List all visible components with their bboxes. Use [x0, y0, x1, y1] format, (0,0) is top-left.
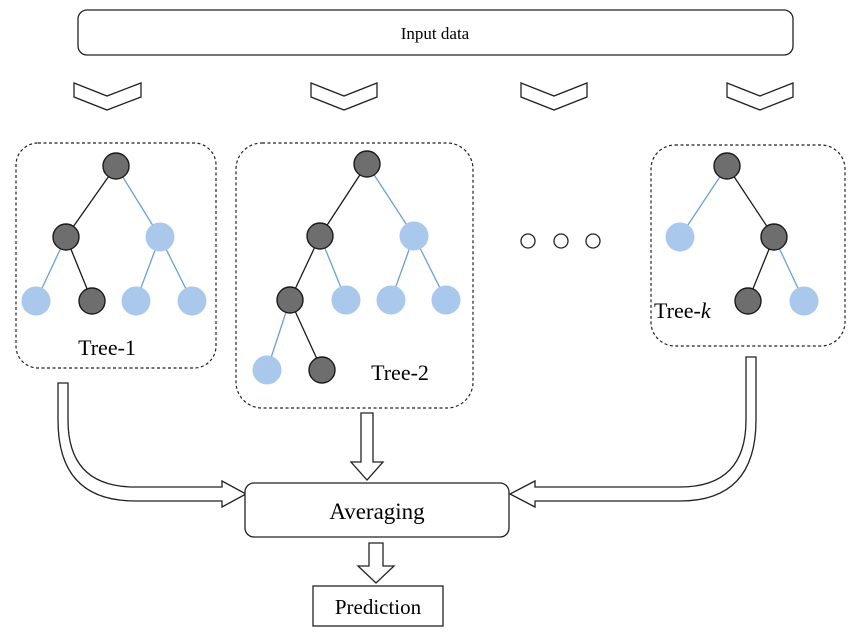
- prediction-label: Prediction: [335, 595, 422, 619]
- tree-node: [306, 222, 334, 250]
- tree-node: [308, 356, 336, 384]
- tree-k-frame: [650, 144, 846, 347]
- tree-node: [78, 287, 106, 315]
- tree-node: [760, 223, 788, 251]
- tree-node: [353, 150, 381, 178]
- arrow-tree-1-to-averaging: [57, 382, 248, 509]
- tree-node: [145, 222, 175, 252]
- chevron-down-icon: [520, 82, 588, 111]
- input-data-label: Input data: [401, 24, 470, 43]
- ellipsis-dot: [553, 233, 569, 249]
- tree-node: [276, 286, 304, 314]
- tree-2-frame: [235, 142, 474, 409]
- tree-node: [21, 286, 51, 316]
- prediction-frame: [312, 585, 444, 627]
- tree-k-label-var: k: [701, 298, 712, 323]
- tree-node: [121, 286, 151, 316]
- tree-node: [399, 221, 429, 251]
- tree-node: [102, 152, 130, 180]
- arrow-averaging-to-prediction: [356, 542, 396, 584]
- tree-node: [252, 355, 282, 385]
- averaging-frame: [244, 482, 510, 538]
- tree-k-label-prefix: Tree-: [654, 298, 701, 323]
- tree-2-panel: Tree-2: [235, 142, 474, 409]
- tree-node: [713, 152, 741, 180]
- ellipsis-dot: [520, 233, 536, 249]
- input-data-box: Input data: [77, 9, 794, 56]
- chevron-down-icon: [726, 82, 794, 111]
- chevrons: [73, 82, 794, 111]
- ellipsis-dot: [585, 233, 601, 249]
- averaging-box: Averaging: [244, 482, 510, 538]
- tree-node: [331, 285, 361, 315]
- tree-node: [376, 285, 406, 315]
- ellipsis-dots: [520, 233, 601, 249]
- tree-node: [52, 223, 80, 251]
- chevron-down-icon: [73, 82, 142, 111]
- tree-1-label: Tree-1: [78, 335, 136, 360]
- tree-node: [789, 286, 819, 316]
- input-data-frame: [77, 9, 794, 56]
- tree-node: [734, 287, 762, 315]
- tree-1-panel: Tree-1: [15, 142, 217, 369]
- tree-node: [177, 286, 207, 316]
- arrow-tree-k-to-averaging: [508, 356, 757, 509]
- averaging-label: Averaging: [329, 499, 425, 524]
- tree-1-frame: [15, 142, 217, 369]
- prediction-box: Prediction: [312, 585, 444, 627]
- tree-node: [665, 222, 695, 252]
- tree-node: [431, 285, 461, 315]
- chevron-down-icon: [310, 82, 378, 111]
- tree-k-label: Tree-k: [654, 298, 712, 323]
- arrow-tree-2-to-averaging: [349, 412, 385, 481]
- tree-2-label: Tree-2: [371, 360, 429, 385]
- tree-k-panel: Tree-k: [650, 144, 846, 347]
